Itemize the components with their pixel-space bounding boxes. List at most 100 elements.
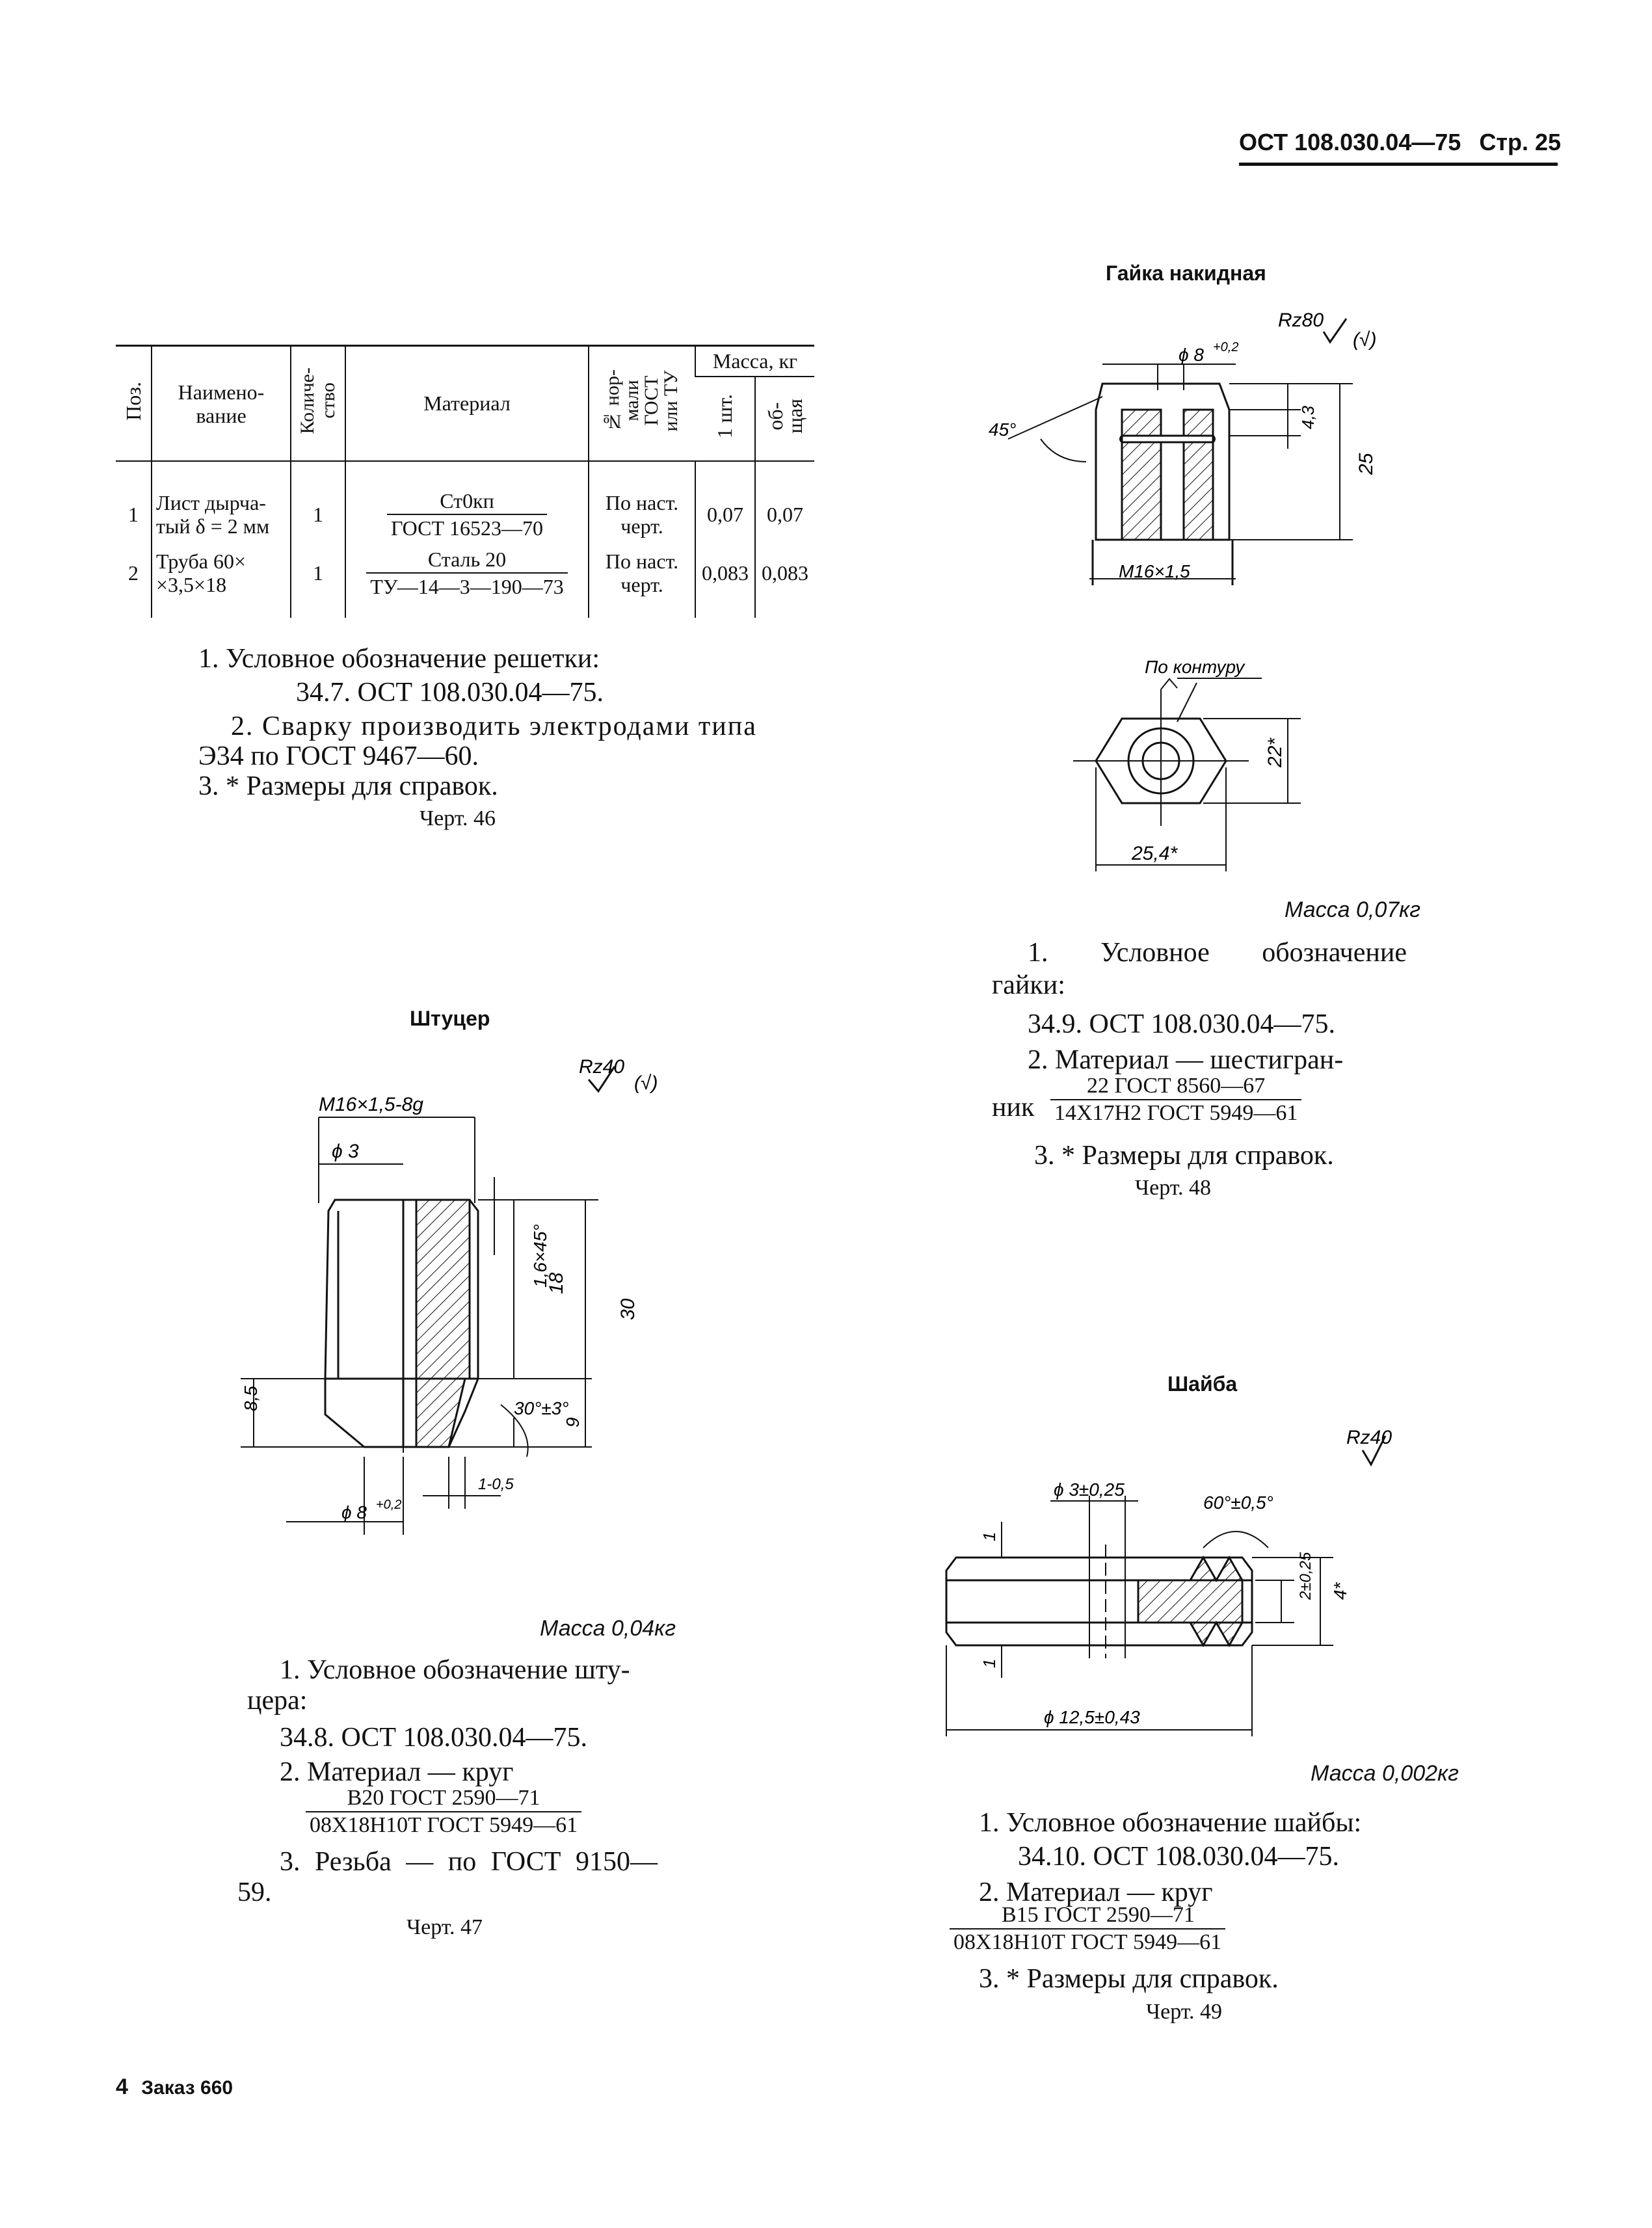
fig48-mass: Масса 0,07кг (1285, 897, 1420, 922)
footer: 4 Заказ 660 (116, 2075, 233, 2100)
row-pos: 2 (128, 561, 139, 585)
fig47-dim-bore: ϕ 8 (341, 1502, 367, 1522)
fig49-dim-1a: 1 (979, 1532, 999, 1541)
page-header: ОСТ 108.030.04—75 Стр. 25 (1239, 129, 1561, 156)
row-norm-2: черт. (620, 514, 663, 538)
caption-47: Черт. 47 (406, 1915, 483, 1939)
row-mat-num: Ст0кп (386, 488, 548, 515)
row-name-1: Труба 60× (156, 550, 246, 573)
row-name-2: ×3,5×18 (156, 573, 227, 596)
note-46-1a: 1. Условное обозначение решетки: (198, 644, 600, 674)
fig47-dim-thread: M16×1,5-8g (319, 1094, 423, 1115)
note-47-1b: цера: (247, 1686, 308, 1716)
row-name-1: Лист дырча- (156, 491, 266, 514)
fig47-title: Штуцер (410, 1007, 490, 1030)
fig49-title: Шайба (1167, 1372, 1238, 1396)
fig47-dim-9: 9 (563, 1417, 583, 1427)
row-mass-one: 0,07 (707, 502, 744, 526)
row-mass-total: 0,083 (762, 561, 809, 585)
fig48-drawing: Rz80 (√) ϕ 8 +0,2 45° 4,3 25 M16×1,5 По … (989, 310, 1377, 871)
col-mass-total: об-щая (764, 399, 807, 434)
fig48-rough: Rz80 (1278, 310, 1324, 331)
note-48-1b: гайки: (992, 970, 1065, 1000)
fraction-47-den: 08Х18Н10Т ГОСТ 5949—61 (310, 1813, 578, 1837)
row-qty: 1 (313, 561, 323, 585)
fraction-48: 22 ГОСТ 8560—67 14Х17Н2 ГОСТ 5949—61 (1050, 1073, 1302, 1126)
fraction-49-num: В15 ГОСТ 2590—71 (950, 1902, 1226, 1930)
note-48-2a: 2. Материал — шестигран- (1028, 1045, 1344, 1075)
row-norm-2: черт. (620, 573, 663, 596)
caption-48: Черт. 48 (1135, 1176, 1212, 1200)
col-name: Наимено-вание (178, 380, 265, 427)
fig49-dim-dia: ϕ 12,5±0,43 (1044, 1707, 1140, 1727)
note-48-2b: ник (992, 1093, 1035, 1122)
footer-page-num: 4 (116, 2075, 128, 2099)
fraction-48-den: 14Х17Н2 ГОСТ 5949—61 (1054, 1101, 1298, 1125)
fig47-mass: Масса 0,04кг (540, 1616, 676, 1641)
fig48-contour: По контуру (1145, 657, 1246, 677)
note-47-1a: 1. Условное обозначение шту- (280, 1655, 630, 1685)
note-47-3b: 59. (237, 1877, 272, 1907)
fig47-dim-bore-tol: +0,2 (376, 1498, 401, 1512)
fig48-dim-flats: 22* (1264, 737, 1286, 768)
fraction-49-den: 08Х18Н10Т ГОСТ 5949—61 (953, 1930, 1222, 1954)
fig47-drawing: Rz40 (√) M16×1,5-8g ϕ 3 1,6×45° (241, 1056, 658, 1535)
note-46-2a: 2. Сварку производить электродами типа (231, 711, 757, 741)
col-mass: Масса, кг (712, 349, 798, 373)
note-48-1a: 1. Условное обозначение (1028, 938, 1407, 968)
fig49-dim-4: 4* (1330, 1582, 1350, 1600)
note-49-2: 2. Материал — круг (979, 1877, 1213, 1907)
row-mass-total: 0,07 (767, 502, 804, 526)
fraction-47-num: В20 ГОСТ 2590—71 (306, 1785, 582, 1812)
fraction-49: В15 ГОСТ 2590—71 08Х18Н10Т ГОСТ 5949—61 (950, 1902, 1226, 1956)
note-47-1c: 34.8. ОСТ 108.030.04—75. (280, 1723, 588, 1753)
fig47-rough-mark: (√) (634, 1072, 658, 1094)
spec-table-46: Поз. Наимено-вание Количе-ство Материал … (116, 345, 814, 618)
rough-symbol (587, 1066, 616, 1093)
footer-order: Заказ 660 (141, 2077, 233, 2099)
caption-46: Черт. 46 (420, 806, 496, 830)
note-48-3: 3. * Размеры для справок. (1034, 1141, 1334, 1171)
caption-49: Черт. 49 (1146, 2000, 1223, 2024)
fig48-dim-bore-tol: +0,2 (1213, 340, 1238, 354)
standard-number: ОСТ 108.030.04—75 (1239, 129, 1461, 155)
row-qty: 1 (313, 502, 323, 526)
fig47-dim-hole: ϕ 3 (332, 1141, 359, 1162)
fig48-dim-corners: 25,4* (1131, 843, 1178, 864)
note-49-3: 3. * Размеры для справок. (979, 1964, 1279, 1994)
fig47-dim-angle: 30°±3° (514, 1398, 568, 1418)
fig47-dim-18: 18 (546, 1272, 567, 1294)
rough-symbol (1322, 318, 1348, 344)
fig49-dim-angle: 60°±0,5° (1203, 1492, 1273, 1513)
note-46-2b: Э34 по ГОСТ 9467—60. (198, 741, 479, 771)
fig48-dim-bore: ϕ 8 (1179, 345, 1204, 365)
note-49-1a: 1. Условное обозначение шайбы: (979, 1808, 1362, 1838)
note-48-1c: 34.9. ОСТ 108.030.04—75. (1028, 1009, 1336, 1039)
col-pos: Поз. (121, 381, 145, 421)
fig48-dim-height: 25 (1355, 453, 1377, 475)
row-name-2: тый δ = 2 мм (156, 514, 270, 538)
fig47-rough: Rz40 (579, 1056, 624, 1078)
page-number: Стр. 25 (1479, 129, 1562, 155)
note-47-3a: 3. Резьба — по ГОСТ 9150— (280, 1847, 658, 1877)
col-mass-one: 1 шт. (713, 393, 737, 439)
col-qty: Количе-ство (297, 367, 339, 434)
fig47-dim-1: 1-0,5 (478, 1476, 514, 1493)
note-46-1b: 34.7. ОСТ 108.030.04—75. (296, 678, 604, 708)
note-46-3: 3. * Размеры для справок. (198, 771, 498, 801)
row-mass-one: 0,083 (702, 561, 749, 585)
row-norm-1: По наст. (605, 550, 679, 573)
row-mat-num: Сталь 20 (366, 546, 568, 574)
fig47-dim-85: 8,5 (241, 1386, 261, 1411)
row-norm-1: По наст. (605, 491, 679, 514)
fig48-rough-mark: (√) (1353, 329, 1376, 351)
row-mat-den: ГОСТ 16523—70 (390, 516, 544, 540)
fig48-dim-angle: 45° (989, 419, 1016, 440)
fraction-48-num: 22 ГОСТ 8560—67 (1050, 1073, 1302, 1100)
fig49-mass: Масса 0,002кг (1311, 1761, 1459, 1786)
fig49-dim-2: 2±0,25 (1297, 1552, 1314, 1600)
fig48-dim-thread: M16×1,5 (1119, 561, 1190, 581)
